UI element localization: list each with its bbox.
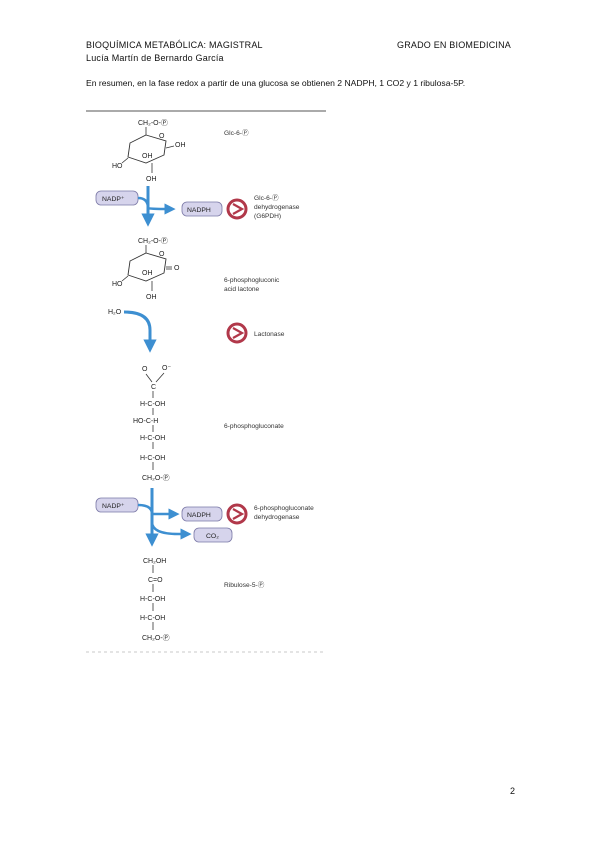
glc6p-ho-label: HO	[112, 163, 123, 170]
glc6p-oh2-label: OH	[142, 153, 153, 160]
glc6p-structure: CH₂-O-Ⓟ O OH OH HO OH Glc-6-Ⓟ	[112, 119, 249, 183]
ribulose-r2-label: H-C-OH	[140, 615, 165, 622]
glc6p-name: Glc-6-Ⓟ	[224, 129, 249, 137]
step1-nadph-label: NADPH	[187, 207, 211, 214]
gluconate-r1-label: H-C-OH	[140, 401, 165, 408]
step3-reaction: NADP⁺ NADPH CO₂ 6-phosphogluconate dehyd…	[95, 488, 314, 547]
gluconate-o2-label: O⁻	[162, 365, 171, 372]
lactone-name-line1: 6-phosphogluconic	[224, 277, 280, 284]
page-number: 2	[509, 786, 515, 796]
glc6p-ring-o: O	[159, 133, 165, 140]
lactone-oh1-label: OH	[142, 270, 153, 277]
lactone-ring-o: O	[159, 251, 165, 258]
gluconate-r4-label: H-C-OH	[140, 455, 165, 462]
lactone-oh2-label: OH	[146, 294, 157, 301]
ribulose-top-label: CH₂OH	[143, 558, 166, 565]
step1-reaction: NADP⁺ NADPH Glc-6-Ⓟ dehydrogenase (G6PDH…	[95, 186, 300, 227]
ribulose-name: Ribulose-5-Ⓟ	[224, 581, 265, 589]
summary-paragraph: En resumen, en la fase redox a partir de…	[86, 78, 466, 88]
step3-enzyme-line2: dehydrogenase	[254, 514, 300, 521]
gluconate-r2-label: HO-C-H	[133, 418, 158, 425]
pentose-phosphate-figure: CH₂-O-Ⓟ O OH OH HO OH Glc-6-Ⓟ NADP⁺ NADP…	[86, 110, 326, 653]
step1-side-arrow	[137, 196, 176, 215]
step2-enzyme-icon	[226, 322, 248, 344]
glc6p-oh1-label: OH	[175, 142, 186, 149]
ribulose-r1-label: H-C-OH	[140, 596, 165, 603]
step3-enzyme-icon	[226, 503, 248, 525]
glc6p-ring	[127, 134, 167, 164]
glc6p-top-label: CH₂-O-Ⓟ	[138, 119, 168, 127]
gluconate-o1-label: O	[142, 366, 148, 373]
header-right: GRADO EN BIOMEDICINA	[397, 40, 512, 50]
step1-enzyme-line1: Glc-6-Ⓟ	[254, 194, 279, 202]
glc6p-oh3-label: OH	[146, 176, 157, 183]
step1-enzyme-icon	[226, 198, 248, 220]
step1-enzyme-line3: (G6PDH)	[254, 213, 281, 220]
step3-enzyme-line1: 6-phosphogluconate	[254, 505, 314, 512]
lactone-ho-label: HO	[112, 281, 123, 288]
step1-nadp-label: NADP⁺	[102, 196, 125, 203]
ribulose-c-label: C=O	[148, 577, 163, 584]
lactone-top-label: CH₂-O-Ⓟ	[138, 237, 168, 245]
header-left: BIOQUÍMICA METABÓLICA: MAGISTRAL	[86, 40, 263, 50]
lactone-name-line2: acid lactone	[224, 286, 260, 293]
author-name: Lucía Martín de Bernardo García	[86, 53, 224, 63]
step3-co2-box	[193, 527, 233, 543]
step3-nadp-label: NADP⁺	[102, 503, 125, 510]
lactone-ring	[127, 252, 167, 282]
step3-nadph-box	[181, 506, 223, 522]
ribulose-bottom-label: CH₂O-Ⓟ	[142, 634, 170, 642]
step3-nadph-label: NADPH	[187, 512, 211, 519]
lactone-o-label: O	[174, 265, 180, 272]
gluconate-bottom-label: CH₂O-Ⓟ	[142, 474, 170, 482]
gluconate-r3-label: H-C-OH	[140, 435, 165, 442]
step2-arrow	[123, 310, 157, 353]
step3-co2-label: CO₂	[206, 533, 219, 540]
step1-nadph-box	[181, 201, 223, 217]
ribulose-structure: CH₂OH C=O H-C-OH H-C-OH CH₂O-Ⓟ Ribulose-…	[140, 558, 265, 642]
step3-nadph-arrow	[137, 503, 180, 520]
step2-enzyme-label: Lactonase	[254, 331, 285, 338]
gluconate-structure: O O⁻ C H-C-OH HO-C-H H-C-OH H-C-OH CH₂O-…	[133, 365, 284, 482]
step1-enzyme-line2: dehydrogenase	[254, 204, 300, 211]
step3-co2-arrow	[150, 521, 192, 540]
gluconate-name: 6-phosphogluconate	[224, 423, 284, 430]
lactone-structure: CH₂-O-Ⓟ O O OH HO OH 6-phosphogluconic a…	[112, 237, 280, 301]
step2-reaction: H₂O Lactonase	[108, 309, 285, 353]
step2-water-label: H₂O	[108, 309, 122, 316]
gluconate-c-label: C	[151, 384, 156, 391]
